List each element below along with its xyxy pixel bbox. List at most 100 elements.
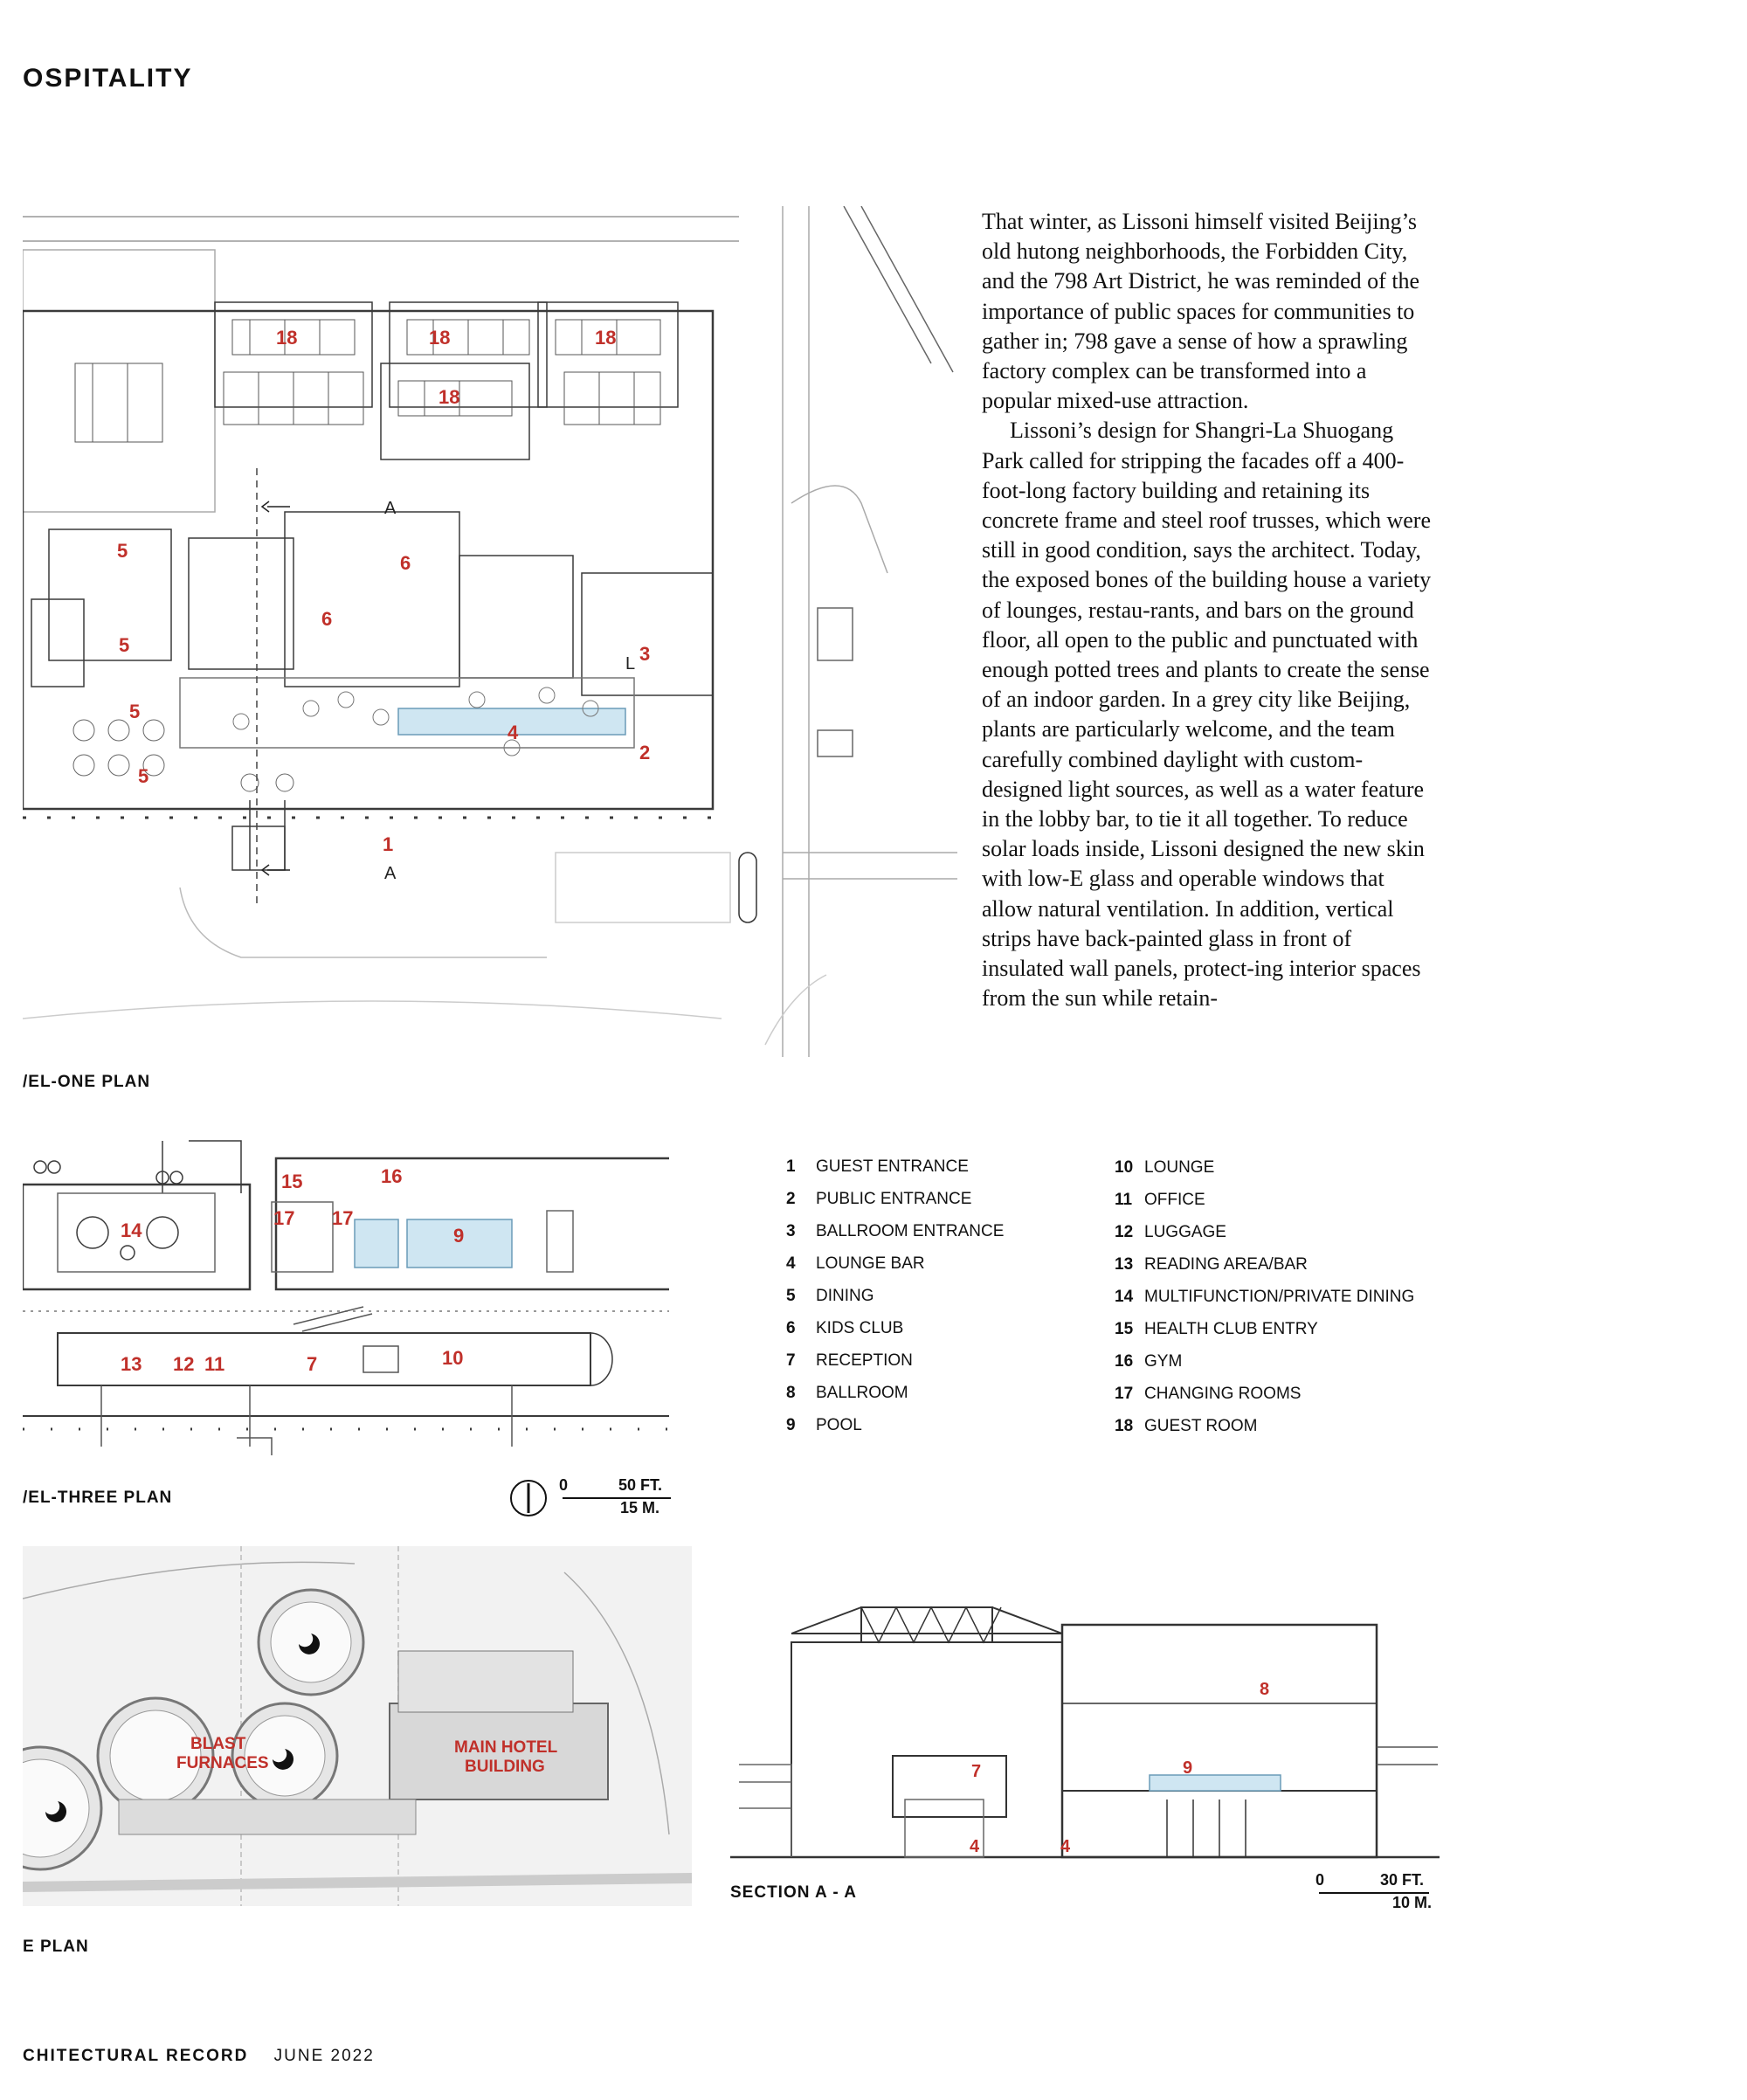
plan-num-18: 18 — [429, 327, 450, 349]
site-plan-drawing: BLAST FURNACES MAIN HOTEL BUILDING — [23, 1546, 692, 1906]
legend-item: 13 READING AREA/BAR — [1115, 1248, 1464, 1281]
plan-num-1: 1 — [383, 833, 393, 855]
section-header: OSPITALITY — [23, 64, 193, 93]
legend-number: 6 — [786, 1318, 796, 1337]
legend-number: 2 — [786, 1189, 796, 1208]
level-one-plan-label: /EL-ONE PLAN — [23, 1073, 151, 1091]
plan-num-16: 16 — [381, 1165, 402, 1187]
plan-num-17: 17 — [273, 1207, 294, 1229]
plan-num-6: 6 — [321, 608, 332, 630]
site-label-furnaces: FURNACES — [176, 1754, 269, 1772]
plan-num-11: 11 — [204, 1353, 224, 1375]
footer-magazine: CHITECTURAL RECORD — [23, 2047, 249, 2065]
legend-item: 17 CHANGING ROOMS — [1115, 1378, 1464, 1410]
scale-bar-section: 0 30 FT. 10 M. — [1315, 1871, 1438, 1915]
legend-number: 1 — [786, 1157, 796, 1176]
scale-bar-plan: 0 50 FT. 15 M. — [559, 1476, 681, 1520]
legend-label: KIDS CLUB — [816, 1318, 904, 1337]
legend-number: 17 — [1115, 1384, 1134, 1403]
footer: CHITECTURAL RECORD JUNE 2022 — [23, 2047, 375, 2066]
legend-label: RECEPTION — [816, 1350, 913, 1370]
plan-num-15: 15 — [281, 1171, 302, 1192]
legend-number: 7 — [786, 1350, 796, 1370]
legend-label: LOUNGE BAR — [816, 1254, 925, 1273]
legend-number: 11 — [1115, 1190, 1133, 1209]
plan-num-5: 5 — [129, 701, 140, 722]
legend-item: 6 KIDS CLUB — [786, 1312, 1083, 1344]
plan-num-9: 9 — [453, 1225, 464, 1247]
legend-label: BALLROOM ENTRANCE — [816, 1221, 1005, 1240]
section-label: SECTION A - A — [730, 1883, 857, 1902]
legend-label: OFFICE — [1144, 1190, 1205, 1209]
legend-item: 16 GYM — [1115, 1345, 1464, 1378]
legend-label: PUBLIC ENTRANCE — [816, 1189, 972, 1208]
site-label-main-hotel: MAIN HOTEL — [454, 1738, 558, 1757]
plan-num-6: 6 — [400, 552, 411, 574]
section-num-4: 4 — [970, 1837, 980, 1856]
scale-line — [1319, 1892, 1429, 1894]
plan-num-12: 12 — [173, 1353, 194, 1375]
scale-zero: 0 — [559, 1476, 569, 1494]
level-one-plan-drawing: 18 18 18 18 5 5 5 5 6 6 4 2 3 1 A A L — [23, 206, 957, 1057]
legend-label: LOUNGE — [1144, 1157, 1215, 1177]
legend-label: READING AREA/BAR — [1144, 1254, 1308, 1274]
site-plan-svg: BLAST FURNACES MAIN HOTEL BUILDING — [23, 1546, 692, 1906]
plan-num-13: 13 — [121, 1353, 142, 1375]
article-body: That winter, as Lissoni himself visited … — [982, 207, 1432, 1013]
level-three-plan-drawing: 14 15 16 17 17 9 13 12 11 7 10 — [23, 1123, 669, 1455]
level-one-plan-svg: 18 18 18 18 5 5 5 5 6 6 4 2 3 1 A A L — [23, 206, 957, 1057]
level-three-plan-label: /EL-THREE PLAN — [23, 1489, 173, 1507]
section-marker-a: A — [384, 864, 397, 883]
legend-number: 16 — [1115, 1351, 1134, 1371]
section-drawing: 8 9 7 4 4 — [730, 1590, 1440, 1869]
plan-num-5: 5 — [117, 540, 128, 562]
plan-num-2: 2 — [639, 742, 650, 763]
site-plan-label: E PLAN — [23, 1938, 89, 1956]
legend-item: 11 OFFICE — [1115, 1184, 1464, 1216]
legend-number: 12 — [1115, 1222, 1134, 1241]
legend-number: 3 — [786, 1221, 796, 1240]
plan-num-5: 5 — [119, 634, 129, 656]
legend-number: 4 — [786, 1254, 796, 1273]
level-three-plan-svg: 14 15 16 17 17 9 13 12 11 7 10 — [23, 1140, 669, 1455]
legend-item: 7 RECEPTION — [786, 1344, 1083, 1377]
legend-item: 3 BALLROOM ENTRANCE — [786, 1215, 1083, 1247]
site-label-building: BUILDING — [465, 1758, 545, 1776]
legend-label: MULTIFUNCTION/PRIVATE DINING — [1144, 1287, 1415, 1306]
scale-line — [563, 1497, 671, 1499]
plan-num-3: 3 — [639, 643, 650, 665]
site-label-blast: BLAST — [190, 1735, 246, 1753]
footer-issue: JUNE 2022 — [273, 2047, 375, 2065]
north-arrow-icon — [508, 1478, 549, 1518]
legend-number: 5 — [786, 1286, 796, 1305]
section-num-8: 8 — [1260, 1680, 1269, 1699]
legend-label: CHANGING ROOMS — [1144, 1384, 1302, 1403]
plan-num-14: 14 — [121, 1219, 142, 1241]
section-marker-a: A — [384, 499, 397, 518]
section-num-7: 7 — [971, 1762, 981, 1781]
plan-num-10: 10 — [442, 1347, 463, 1369]
article-paragraph: Lissoni’s design for Shangri-La Shuogang… — [982, 418, 1432, 1012]
scale-feet: 30 FT. — [1380, 1871, 1425, 1889]
section-num-4: 4 — [1060, 1837, 1071, 1856]
section-svg: 8 9 7 4 4 — [730, 1606, 1440, 1859]
plan-num-18: 18 — [595, 327, 616, 349]
legend-number: 14 — [1115, 1287, 1134, 1306]
scale-meters: 15 M. — [620, 1499, 660, 1516]
legend-number: 8 — [786, 1383, 796, 1402]
legend-label: GYM — [1144, 1351, 1183, 1371]
scale-zero: 0 — [1315, 1871, 1325, 1889]
legend-number: 13 — [1115, 1254, 1134, 1274]
legend-item: 2 PUBLIC ENTRANCE — [786, 1183, 1083, 1215]
plan-num-5: 5 — [138, 765, 148, 787]
legend-label: GUEST ROOM — [1144, 1416, 1258, 1435]
